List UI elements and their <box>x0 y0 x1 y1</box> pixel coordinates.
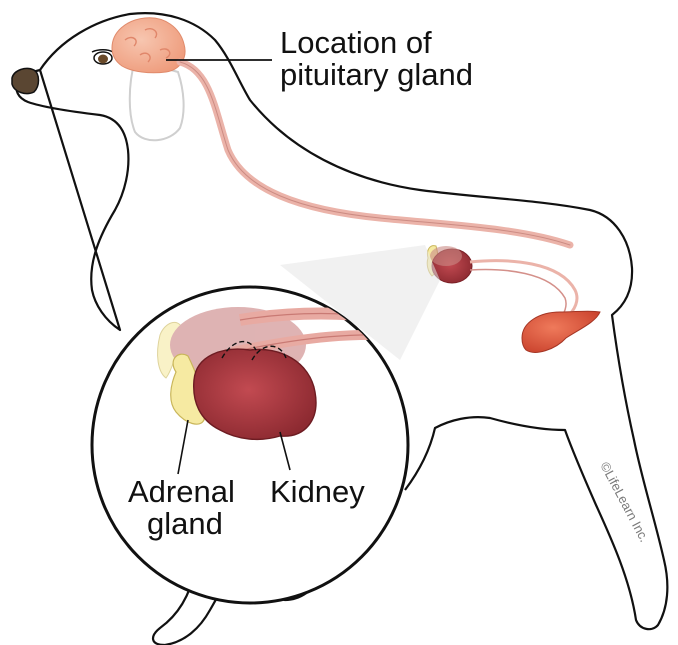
kidney-label: Kidney <box>270 474 365 509</box>
brain <box>112 18 185 73</box>
dog-eye <box>92 50 113 64</box>
copyright-notice: ©LifeLearn Inc. <box>597 459 652 544</box>
magnified-kidney <box>194 349 316 439</box>
pituitary-label-line2: pituitary gland <box>280 57 473 92</box>
adrenal-label-line2: gland <box>147 506 223 541</box>
adrenal-label-line1: Adrenal <box>128 474 235 509</box>
pituitary-label-line1: Location of <box>280 25 432 60</box>
small-kidney-group <box>427 246 577 318</box>
bladder <box>522 311 600 352</box>
dog-nose <box>12 68 39 93</box>
